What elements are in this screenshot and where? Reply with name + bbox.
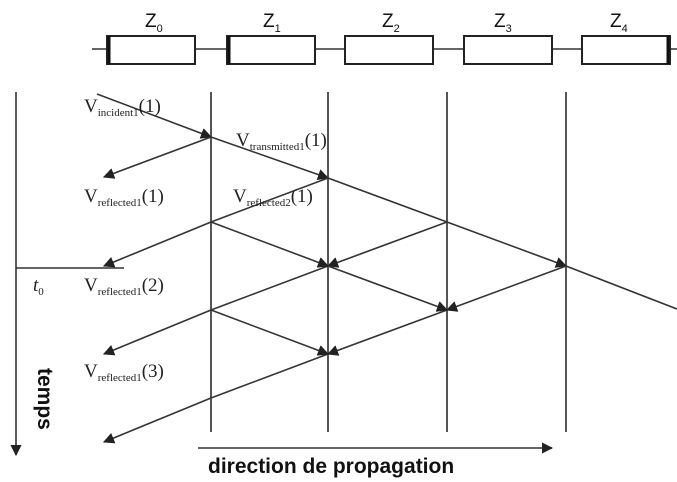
section-box-z2 [344,35,434,65]
forward-wave-2 [327,265,449,312]
label-transmitted-1: Vtransmitted1(1) [236,130,327,153]
incident-wave [96,93,213,139]
label-incident-1: Vincident1(1) [84,96,161,119]
section-label-z0: Z0 [145,11,163,35]
transmitted-wave-1 [210,136,330,180]
forward-wave-3 [210,309,330,356]
reflected-wave-3c [102,309,212,356]
reflected-wave-4d [102,397,212,444]
transmitted-wave-4 [565,265,677,310]
propagation-label: direction de propagation [208,455,454,478]
section-box-z1 [226,35,316,65]
reflected-wave-3b [210,265,329,311]
label-reflected-1-2: Vreflected1(2) [84,275,164,298]
section-label-z1: Z1 [263,11,281,35]
label-reflected-2-1: Vreflected2(1) [233,186,313,209]
transmitted-wave-2 [327,177,448,223]
section-label-z3: Z3 [494,11,512,35]
time-axis-label: temps [33,368,56,430]
section-box-z3 [463,35,553,65]
reflected-wave-4c [210,353,329,399]
label-reflected-1-1: Vreflected1(1) [84,186,164,209]
reflected-wave-4a [445,265,567,312]
section-label-z4: Z4 [610,11,628,35]
section-box-z0 [106,35,196,65]
t0-label: t0 [33,275,44,298]
reflected-wave-4b [326,309,448,356]
label-reflected-1-3: Vreflected1(3) [84,361,164,384]
reflected-wave-1 [102,136,212,179]
section-box-z4 [581,35,671,65]
section-label-z2: Z2 [382,11,400,35]
reflected-wave-2b [102,221,212,268]
reflected-wave-3a [326,221,448,268]
forward-wave-1 [210,221,330,268]
reflected-wave-2a [210,177,329,223]
transmitted-wave-3 [446,221,568,268]
